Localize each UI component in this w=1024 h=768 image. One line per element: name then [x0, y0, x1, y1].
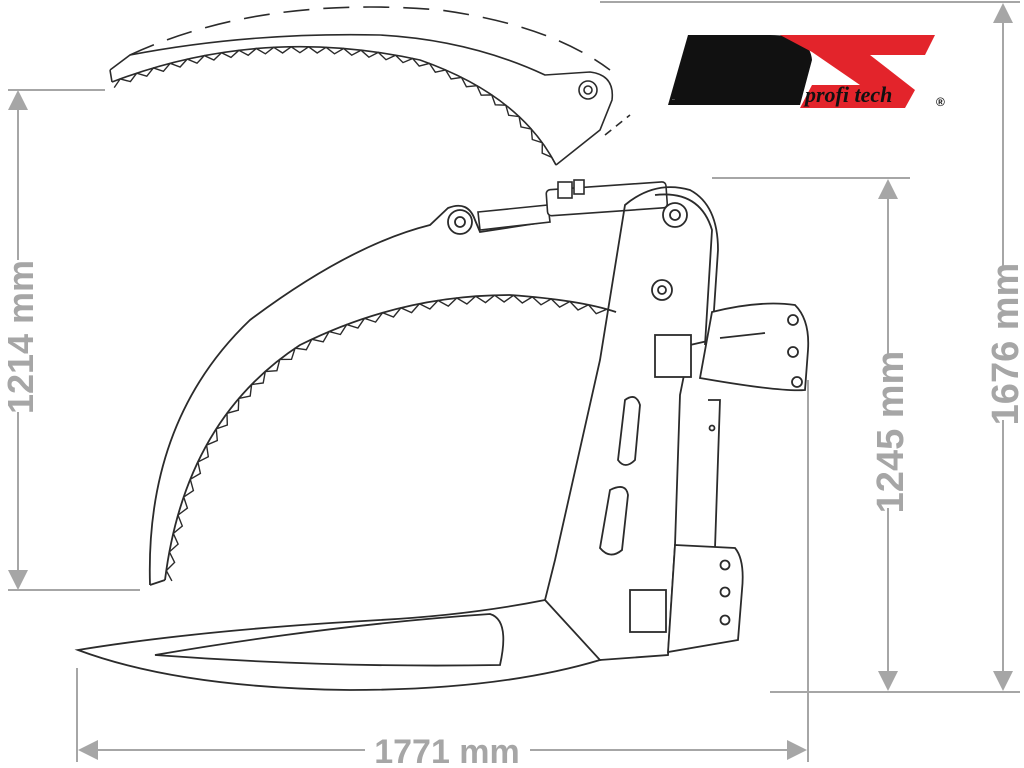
- dimension-lines: [7, 1, 1020, 762]
- left-height-label: 1214 mm: [0, 260, 41, 414]
- logo-registered: ®: [936, 95, 945, 109]
- frame-block-lower: [629, 589, 667, 633]
- cylinder-fitting: [557, 181, 573, 199]
- frame-slot-upper: [617, 396, 641, 466]
- bracket-hole-1: [787, 314, 799, 326]
- main-frame: [544, 186, 810, 661]
- frame-pin-mid-inner: [657, 285, 667, 295]
- lower-mounting-bracket: [667, 544, 744, 654]
- total-height-label: 1676 mm: [985, 263, 1024, 426]
- brand-logo: DCSK profi tech ®: [668, 35, 945, 109]
- lower-bracket-hole-3: [719, 614, 731, 626]
- frame-inner-line: [654, 193, 713, 346]
- hydraulic-cylinder: [477, 179, 669, 231]
- open-jaw-dashed-arc: [129, 6, 611, 71]
- upper-jaw-tip: [149, 579, 166, 586]
- tine-recess: [154, 613, 505, 667]
- bracket-hole-3: [791, 376, 803, 388]
- ghostTeeth-teeth: [113, 45, 557, 166]
- lower-bracket-hole-2: [719, 586, 731, 598]
- fork-tine: [74, 599, 602, 691]
- frame-slot-lower: [599, 486, 629, 556]
- frame-upright-bar: [708, 399, 721, 549]
- frame-pin-mid-outer: [651, 279, 673, 301]
- serration-teeth: [113, 45, 617, 582]
- logo-black-mark: [668, 35, 812, 105]
- open-jaw-teeth-arc: [111, 45, 557, 166]
- open-jaw-body: [109, 33, 614, 166]
- bracket-hole-2: [787, 346, 799, 358]
- cylinder-rod: [477, 204, 551, 231]
- logo-red-mark: [780, 35, 935, 108]
- upper-jaw: [148, 204, 617, 586]
- open-jaw-outline: [109, 6, 631, 166]
- inner-height-label: 1245 mm: [870, 351, 912, 514]
- open-jaw-dashed-end: [604, 114, 631, 136]
- bracket-slot: [719, 332, 766, 339]
- lower-bracket-hole-1: [719, 559, 731, 571]
- logo-wordmark: DCSK: [672, 99, 675, 101]
- frame-pin-top-outer: [662, 202, 688, 228]
- jawTeeth-teeth: [165, 294, 617, 582]
- width-label: 1771 mm: [374, 733, 520, 768]
- open-jaw-pivot-outer: [578, 80, 598, 100]
- frame-block-upper: [654, 334, 692, 378]
- frame-upright-hole: [708, 424, 716, 432]
- logo-tagline: profi tech: [803, 82, 892, 107]
- open-jaw-pivot-inner: [583, 85, 593, 95]
- frame-pin-top-inner: [669, 209, 681, 221]
- upper-jaw-pivot-inner: [454, 216, 466, 228]
- upper-mounting-bracket: [698, 302, 810, 392]
- upper-jaw-inner-serrated-edge: [164, 294, 617, 581]
- cylinder-fitting-2: [573, 179, 585, 195]
- upper-jaw-outer-edge: [148, 204, 546, 586]
- upper-jaw-pivot-outer: [447, 209, 473, 235]
